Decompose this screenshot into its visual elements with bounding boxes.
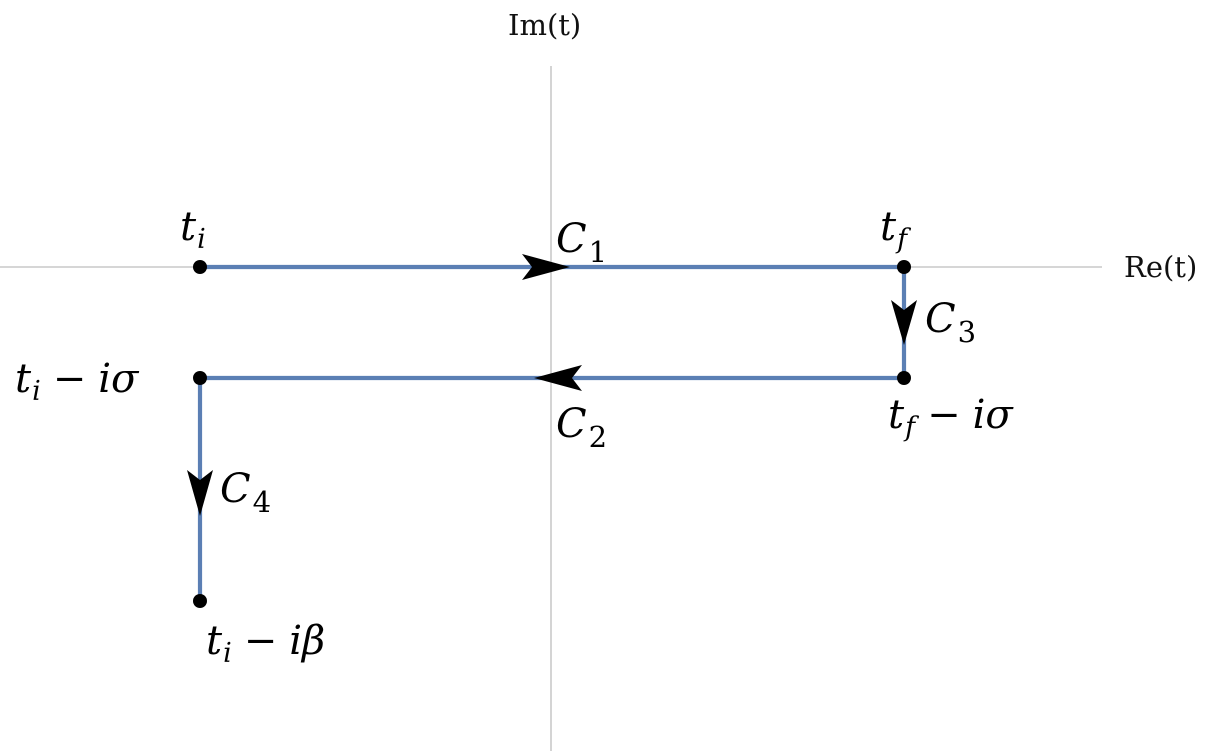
arrow-left-icon: [534, 365, 582, 391]
arrow-right-icon: [522, 254, 570, 280]
point-label-ti-ibeta: ti−iβ: [206, 618, 325, 669]
real-axis-label: Re(t): [1124, 250, 1197, 284]
imaginary-axis-label: Im(t): [508, 8, 581, 42]
point-label-tf-isigma: tf−iσ: [888, 392, 1014, 443]
point-tf: [897, 260, 911, 274]
arrow-down-icon: [891, 300, 917, 345]
point-label-ti: ti: [180, 204, 206, 255]
contour-segments: [197, 264, 907, 601]
point-label-tf: tf: [880, 204, 911, 255]
contour-label-c2: C2: [556, 401, 607, 454]
point-label-ti-isigma: ti−iσ: [15, 356, 140, 407]
contour-label-c4: C4: [220, 466, 271, 519]
point-labels: ti tf tf−iσ ti−iσ ti−iβ: [15, 204, 1014, 669]
contour-label-c3: C3: [925, 296, 976, 349]
point-ti-ibeta: [193, 594, 207, 608]
point-tf-isigma: [897, 371, 911, 385]
contour-points: [193, 260, 911, 608]
contour-labels: C1 C3 C2 C4: [220, 216, 976, 519]
direction-arrows: [187, 254, 917, 516]
point-ti-isigma: [193, 371, 207, 385]
contour-label-c1: C1: [556, 216, 607, 269]
arrow-down-icon: [187, 470, 213, 516]
point-ti: [193, 260, 207, 274]
